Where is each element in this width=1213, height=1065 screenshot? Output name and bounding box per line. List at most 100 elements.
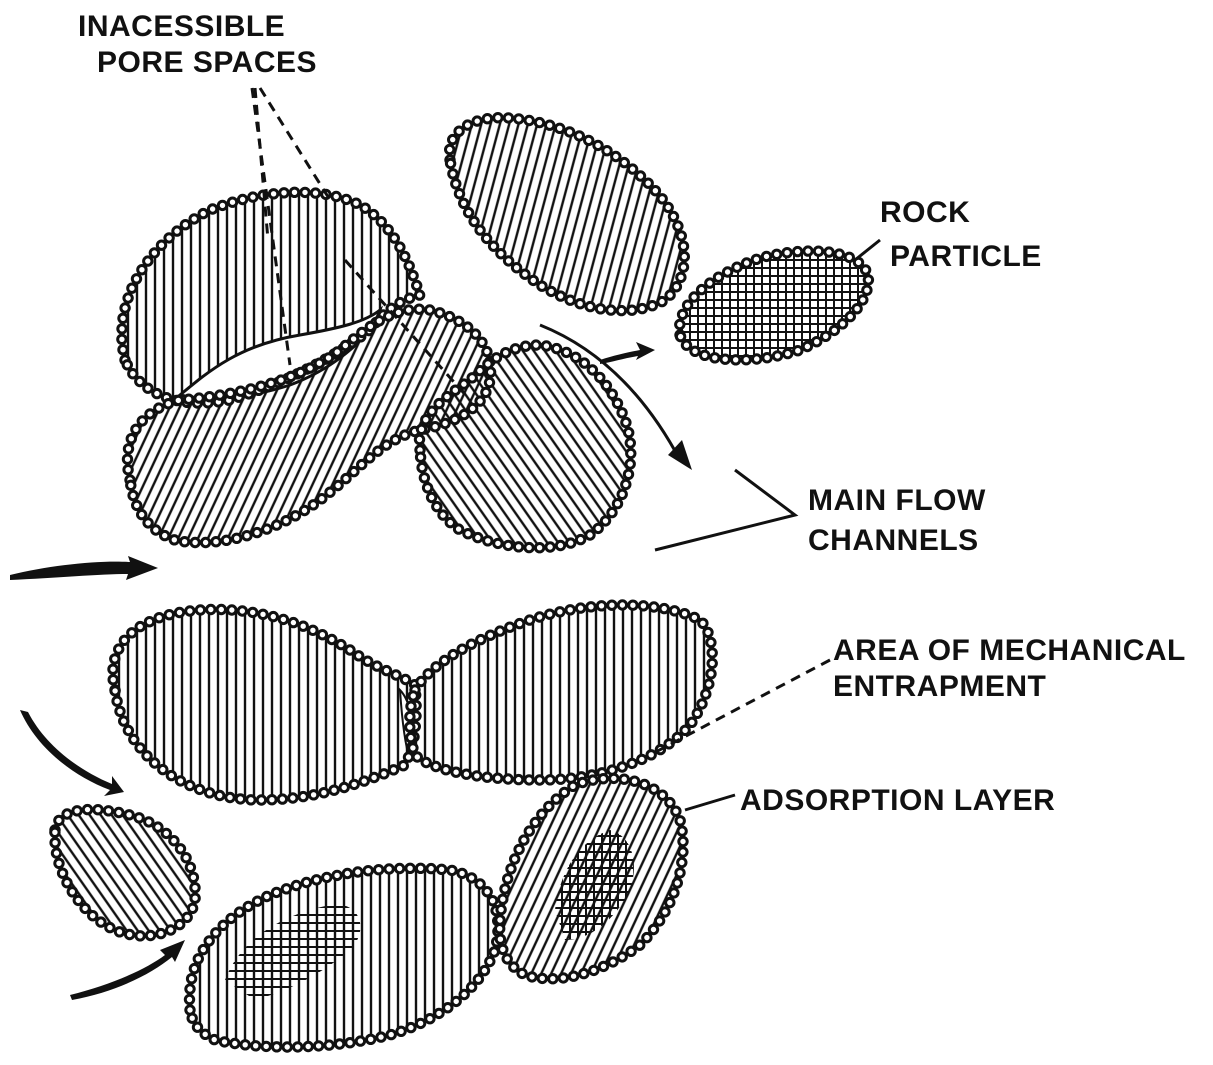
adsorption-bead — [52, 849, 60, 857]
adsorption-bead — [510, 963, 518, 971]
adsorption-bead — [228, 606, 236, 614]
adsorption-bead — [711, 354, 719, 362]
adsorption-bead — [514, 543, 522, 551]
adsorption-bead — [312, 876, 320, 884]
adsorption-bead — [520, 836, 528, 844]
adsorption-bead — [364, 657, 372, 665]
adsorption-bead — [488, 897, 496, 905]
adsorption-bead — [535, 118, 543, 126]
adsorption-bead — [529, 276, 537, 284]
adsorption-bead — [560, 788, 568, 796]
adsorption-bead — [407, 702, 415, 710]
adsorption-bead — [825, 248, 833, 256]
adsorption-bead — [176, 777, 184, 785]
adsorption-bead — [188, 904, 196, 912]
adsorption-bead — [272, 521, 280, 529]
adsorption-bead — [418, 463, 426, 471]
label-entrapment-line1: AREA OF MECHANICAL — [833, 634, 1186, 667]
adsorption-bead — [415, 291, 423, 299]
adsorption-bead — [201, 538, 209, 546]
adsorption-bead — [556, 608, 564, 616]
adsorption-bead — [486, 957, 494, 965]
adsorption-bead — [432, 762, 440, 770]
flow-arrow-small-top — [600, 342, 655, 364]
adsorption-bead — [545, 802, 553, 810]
adsorption-bead — [569, 972, 577, 980]
adsorption-bead — [115, 808, 123, 816]
adsorption-bead — [377, 1033, 385, 1041]
adsorption-bead — [494, 774, 502, 782]
adsorption-bead — [235, 908, 243, 916]
adsorption-bead — [409, 744, 417, 752]
adsorption-bead — [698, 700, 706, 708]
adsorption-bead — [650, 603, 658, 611]
adsorption-bead — [499, 945, 507, 953]
adsorption-bead — [106, 923, 114, 931]
adsorption-bead — [586, 531, 594, 539]
adsorption-bead — [666, 898, 674, 906]
adsorption-bead — [304, 1042, 312, 1050]
adsorption-bead — [236, 795, 244, 803]
adsorption-bead — [733, 263, 741, 271]
adsorption-bead — [701, 351, 709, 359]
adsorption-bead — [617, 306, 625, 314]
adsorption-bead — [590, 966, 598, 974]
adsorption-bead — [863, 286, 871, 294]
adsorption-bead — [375, 317, 383, 325]
adsorption-bead — [449, 650, 457, 658]
adsorption-bead — [676, 869, 684, 877]
adsorption-bead — [170, 837, 178, 845]
adsorption-bead — [94, 806, 102, 814]
adsorption-bead — [514, 775, 522, 783]
adsorption-bead — [212, 929, 220, 937]
adsorption-bead — [473, 117, 481, 125]
adsorption-bead — [607, 306, 615, 314]
adsorption-bead — [708, 659, 716, 667]
adsorption-bead — [268, 796, 276, 804]
adsorption-bead — [575, 132, 583, 140]
adsorption-bead — [455, 317, 463, 325]
adsorption-bead — [468, 374, 476, 382]
adsorption-bead — [580, 969, 588, 977]
adsorption-bead — [124, 726, 132, 734]
adsorption-bead — [422, 416, 430, 424]
adsorption-bead — [525, 827, 533, 835]
adsorption-bead — [496, 916, 504, 924]
adsorption-bead — [620, 158, 628, 166]
adsorption-bead — [181, 221, 189, 229]
adsorption-bead — [405, 306, 413, 314]
adsorption-bead — [449, 170, 457, 178]
adsorption-bead — [478, 338, 486, 346]
adsorption-bead — [328, 635, 336, 643]
adsorption-bead — [152, 526, 160, 534]
adsorption-bead — [732, 356, 740, 364]
adsorption-bead — [835, 250, 843, 258]
adsorption-bead — [51, 828, 59, 836]
adsorption-bead — [129, 370, 137, 378]
rock-grain — [55, 810, 195, 936]
adsorption-bead — [407, 733, 415, 741]
adsorption-bead — [742, 356, 750, 364]
adsorption-bead — [448, 866, 456, 874]
adsorption-bead — [416, 864, 424, 872]
adsorption-bead — [146, 931, 154, 939]
adsorption-bead — [690, 613, 698, 621]
adsorption-bead — [128, 629, 136, 637]
adsorption-bead — [596, 305, 604, 313]
adsorption-bead — [226, 793, 234, 801]
adsorption-bead — [417, 677, 425, 685]
adsorption-bead — [443, 392, 451, 400]
adsorption-bead — [441, 419, 449, 427]
adsorption-bead — [309, 791, 317, 799]
adsorption-bead — [639, 602, 647, 610]
adsorption-bead — [326, 488, 334, 496]
adsorption-bead — [292, 881, 300, 889]
adsorption-bead — [119, 314, 127, 322]
adsorption-bead — [423, 484, 431, 492]
adsorption-bead — [361, 204, 369, 212]
adsorption-bead — [499, 895, 507, 903]
adsorption-bead — [793, 247, 801, 255]
adsorption-bead — [409, 692, 417, 700]
adsorption-bead — [704, 628, 712, 636]
adsorption-bead — [150, 249, 158, 257]
